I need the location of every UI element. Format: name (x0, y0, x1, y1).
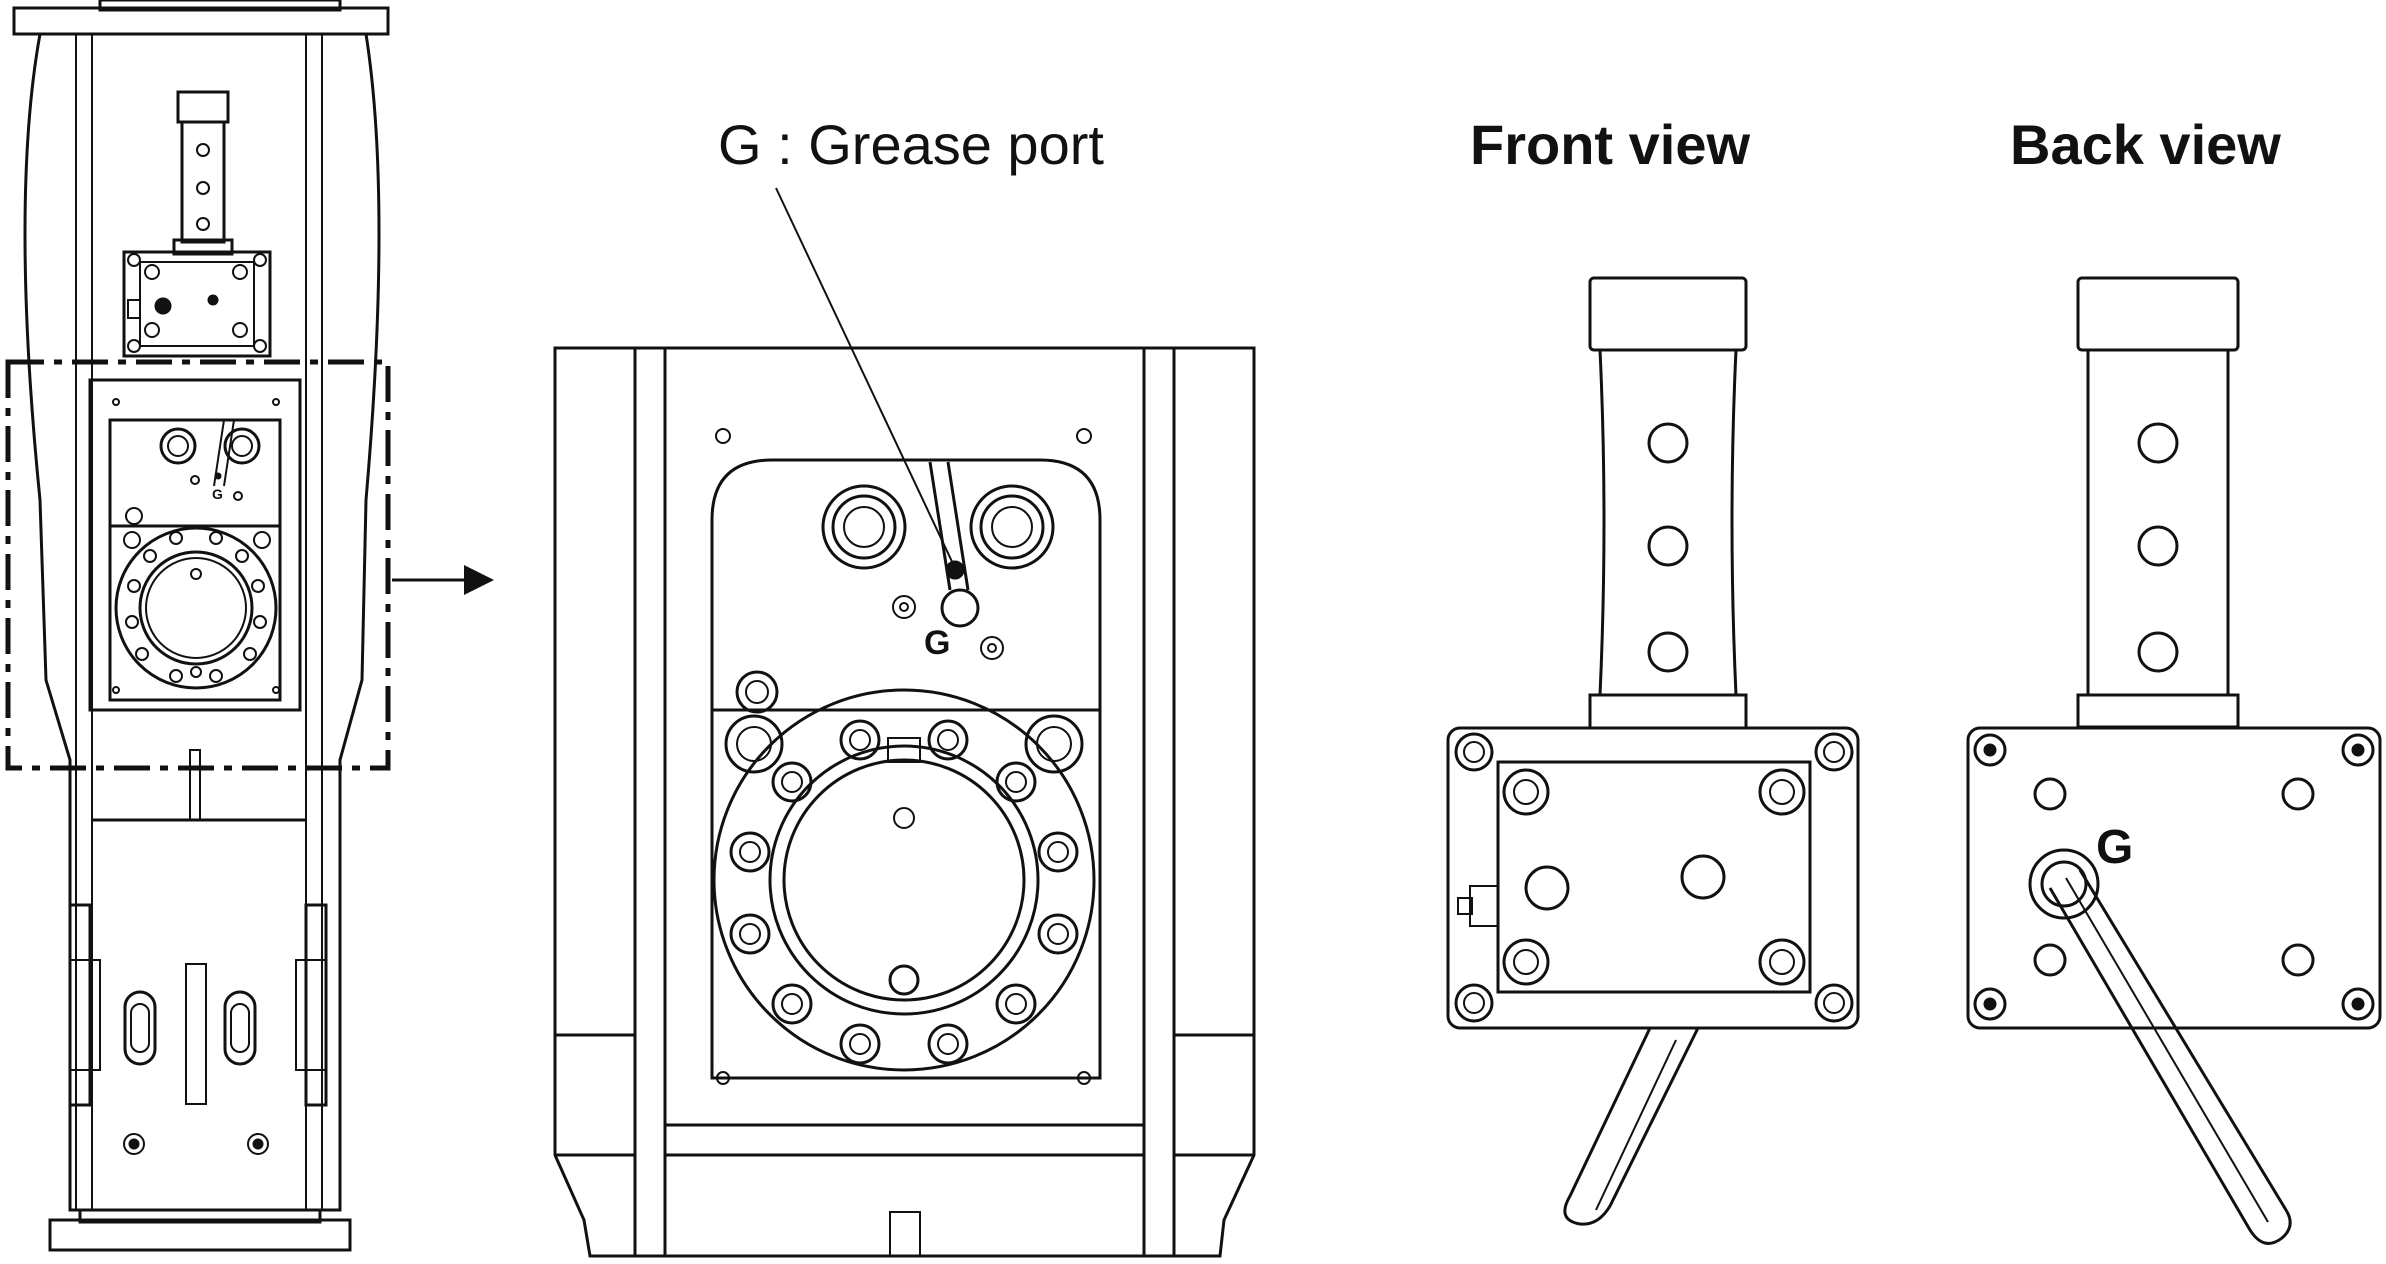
grease-port-marker-overview: G (212, 486, 223, 502)
back-view-drawing (1966, 276, 2382, 1245)
grease-port-marker-back: G (2096, 821, 2134, 874)
back-view-title: Back view (2010, 113, 2281, 176)
overview-drawing (5, 0, 391, 1252)
grease-port-marker-detail: G (924, 624, 951, 662)
detail-drawing (553, 187, 1256, 1258)
front-view-drawing (1446, 276, 1860, 1226)
grease-port-leader-line (775, 187, 956, 569)
front-view-title: Front view (1470, 113, 1751, 176)
grease-port-caption: G : Grease port (718, 113, 1104, 176)
